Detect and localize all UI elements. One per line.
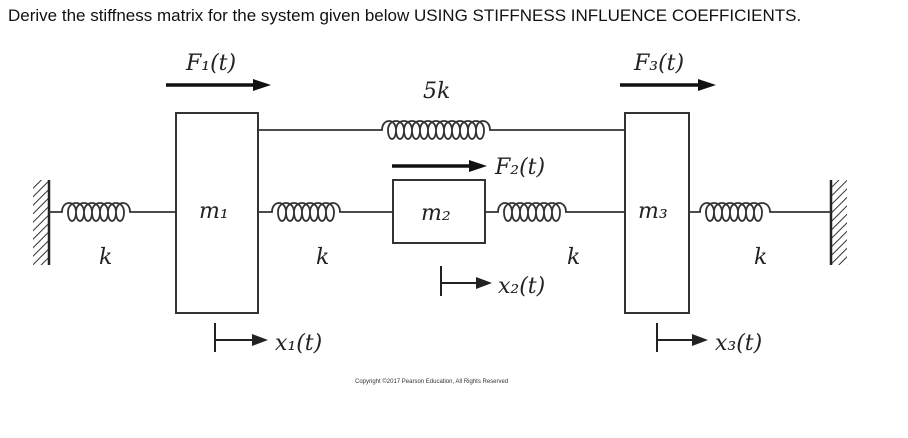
copyright-notice: Copyright ©2017 Pearson Education, All R… bbox=[355, 378, 508, 385]
spring-label-k-12: k bbox=[316, 245, 329, 270]
mass-m3-box bbox=[624, 112, 690, 314]
spring-label-k-right: k bbox=[754, 245, 767, 270]
spring-label-k-left: k bbox=[99, 245, 112, 270]
mass-label-m2: m₂ bbox=[421, 201, 451, 226]
spring-label-k-23: k bbox=[567, 245, 580, 270]
displacement-arrow-x3 bbox=[656, 323, 708, 352]
displacement-label-x2: x₂(t) bbox=[498, 274, 545, 299]
mass-m1-box bbox=[175, 112, 259, 314]
left-wall bbox=[33, 180, 51, 265]
force-arrow-f2 bbox=[392, 160, 487, 172]
spring-left bbox=[49, 202, 176, 222]
right-wall bbox=[829, 180, 847, 265]
force-label-f2: F₂(t) bbox=[494, 155, 545, 180]
force-label-f3: F₃(t) bbox=[633, 51, 684, 76]
displacement-arrow-x1 bbox=[214, 323, 268, 352]
force-arrow-f1 bbox=[166, 79, 271, 91]
mass-label-m3: m₃ bbox=[638, 199, 668, 224]
spring-label-5k: 5k bbox=[423, 79, 450, 104]
spring-m1-m2 bbox=[258, 202, 393, 222]
force-label-f1: F₁(t) bbox=[185, 51, 236, 76]
spring-5k bbox=[258, 120, 625, 140]
question-text: Derive the stiffness matrix for the syst… bbox=[8, 6, 802, 25]
spring-m2-m3 bbox=[485, 202, 625, 222]
force-arrow-f3 bbox=[620, 79, 716, 91]
displacement-arrow-x2 bbox=[440, 266, 492, 296]
mass-label-m1: m₁ bbox=[199, 199, 229, 224]
displacement-label-x1: x₁(t) bbox=[275, 331, 322, 356]
spring-right bbox=[689, 202, 831, 222]
displacement-label-x3: x₃(t) bbox=[715, 331, 762, 356]
